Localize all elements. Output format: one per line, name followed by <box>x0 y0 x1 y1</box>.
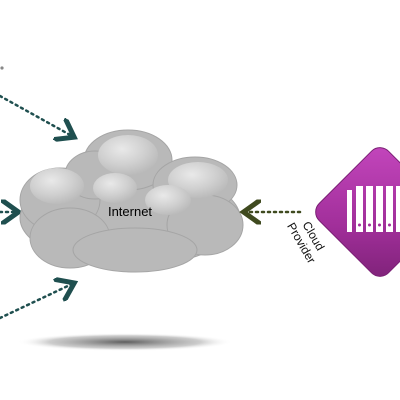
cloud-shadow <box>17 333 233 351</box>
cloud-label: Internet <box>108 204 152 219</box>
cloud-provider: Cloud Provider <box>284 147 400 277</box>
inbound-arrows <box>0 66 72 320</box>
internet-cloud: Internet <box>19 129 244 273</box>
arrow-top-left <box>0 94 72 136</box>
server-rack-icon <box>347 186 400 232</box>
partial-node-dot <box>0 66 4 70</box>
cloud-highlights <box>30 135 228 215</box>
arrow-bottom-left <box>0 284 72 320</box>
